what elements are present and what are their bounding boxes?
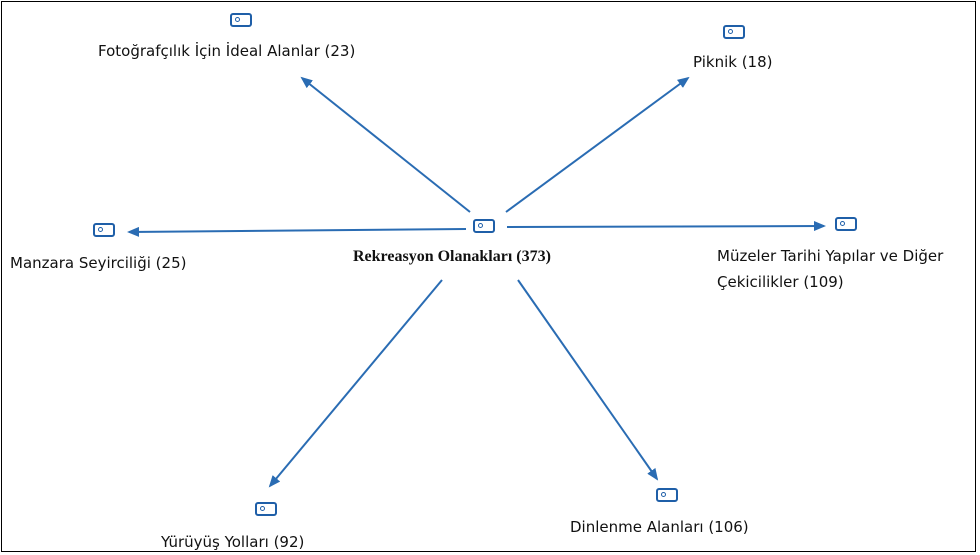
edge-to-piknik: [505, 76, 690, 213]
edge-to-fotografcilik: [300, 76, 471, 213]
center-node-label: Rekreasyon Olanakları (373): [353, 248, 551, 265]
yuruyus-node-icon[interactable]: [255, 502, 277, 516]
center-node-icon[interactable]: [473, 219, 495, 233]
edge-to-manzara: [127, 226, 467, 237]
muzeler-node-label-line1: Müzeler Tarihi Yapılar ve Diğer: [717, 247, 944, 265]
edge-to-muzeler: [506, 221, 826, 232]
yuruyus-node-label: Yürüyüş Yolları (92): [161, 533, 305, 551]
piknik-node-icon[interactable]: [723, 25, 745, 39]
edge-to-yuruyus: [268, 279, 443, 488]
dinlenme-node-icon[interactable]: [656, 488, 678, 502]
piknik-node-label: Piknik (18): [693, 53, 773, 71]
fotografcilik-node-icon[interactable]: [230, 13, 252, 27]
edge-to-dinlenme: [517, 279, 659, 481]
manzara-node-label: Manzara Seyirciliği (25): [10, 254, 187, 272]
manzara-node-icon[interactable]: [93, 223, 115, 237]
muzeler-node-label-line2: Çekicilikler (109): [717, 273, 844, 291]
dinlenme-node-label: Dinlenme Alanları (106): [570, 518, 749, 536]
fotografcilik-node-label: Fotoğrafçılık İçin İdeal Alanlar (23): [98, 42, 356, 60]
muzeler-node-icon[interactable]: [835, 217, 857, 231]
